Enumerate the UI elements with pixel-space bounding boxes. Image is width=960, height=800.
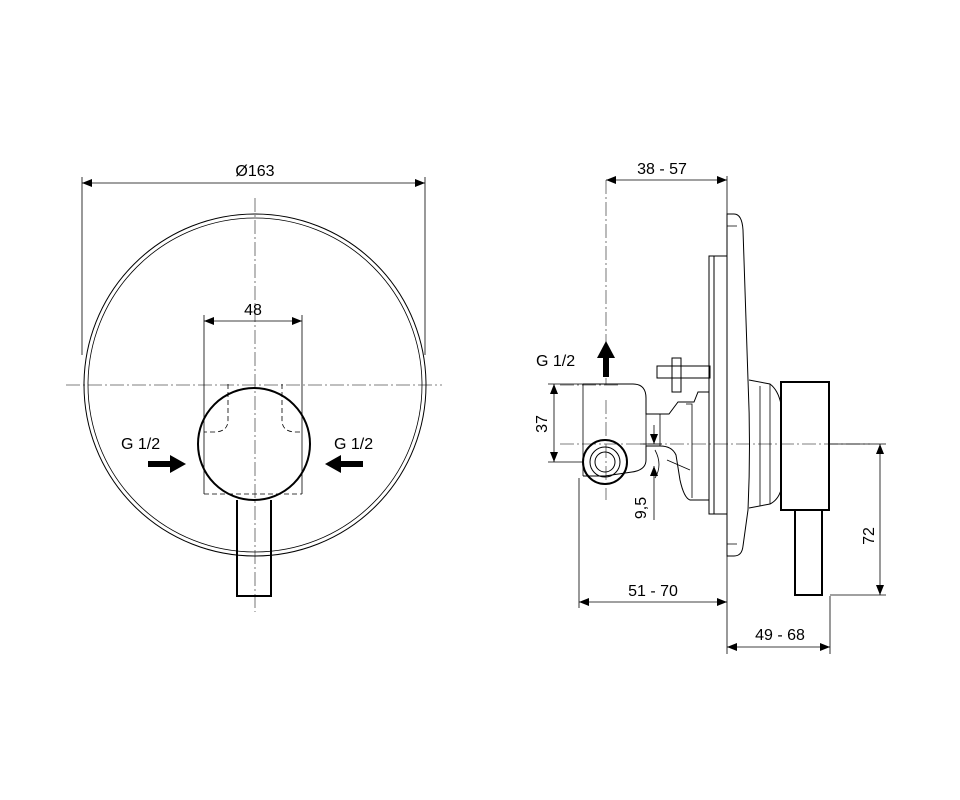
right-inlet-arrow-icon <box>325 455 363 473</box>
diameter-label: Ø163 <box>235 163 274 180</box>
side-view: G 1/2 38 - 57 37 9,5 51 - 70 49 - 68 72 <box>534 161 886 654</box>
cover-plate-outer <box>83 213 427 557</box>
right-inlet-label: G 1/2 <box>334 436 373 453</box>
body-height-label: 37 <box>534 415 551 433</box>
outlet-pipe-middle <box>589 446 621 478</box>
left-inlet-label: G 1/2 <box>121 436 160 453</box>
side-outlet-arrow-icon <box>597 341 615 377</box>
cover-plate-inner <box>87 217 423 553</box>
lever-side <box>794 510 823 596</box>
handle-projection-label: 49 - 68 <box>755 627 805 644</box>
hidden-body-outline <box>204 384 302 495</box>
front-view: Ø163 48 G 1/2 G 1/2 <box>66 163 442 612</box>
handle-height-label: 72 <box>861 527 878 545</box>
body-depth-label: 38 - 57 <box>637 161 687 178</box>
wall-plate <box>726 213 750 557</box>
side-outlet-label: G 1/2 <box>536 353 575 370</box>
mounting-frame <box>708 255 728 515</box>
lever <box>236 500 272 597</box>
wall-plate-inner-edge <box>727 225 737 545</box>
top-screw <box>656 357 711 393</box>
handle-rosette-bevel <box>759 384 771 506</box>
mixer-body <box>583 383 710 501</box>
handle-body <box>780 381 830 511</box>
handle-rosette <box>197 387 311 501</box>
mixer-body-detail <box>645 403 693 498</box>
wall-depth-label: 51 - 70 <box>628 583 678 600</box>
left-inlet-arrow-icon <box>148 455 186 473</box>
handle-width-label: 48 <box>244 302 262 319</box>
outlet-pipe-inner <box>594 451 616 473</box>
outlet-offset-label: 9,5 <box>633 497 650 519</box>
